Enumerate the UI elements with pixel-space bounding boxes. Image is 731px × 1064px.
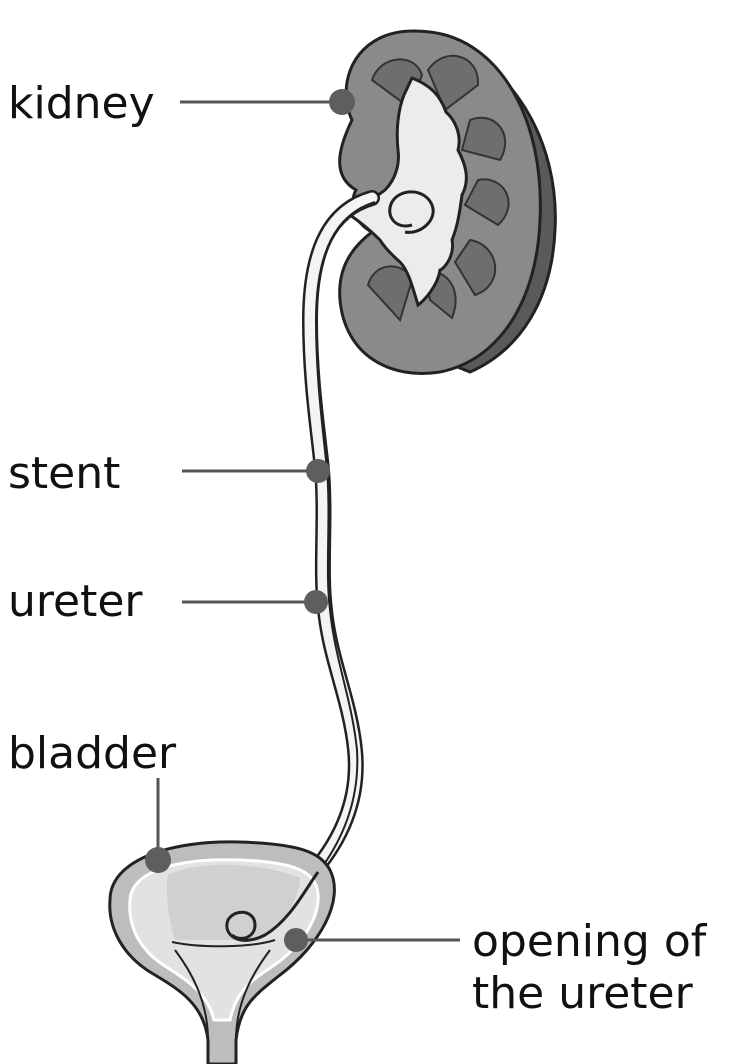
label-ureter: ureter [8, 578, 143, 626]
label-opening-line1: opening of [472, 916, 706, 968]
label-opening-of-ureter: opening of the ureter [472, 916, 706, 1020]
label-kidney: kidney [8, 80, 155, 128]
marker-opening [284, 928, 308, 952]
marker-ureter [304, 590, 328, 614]
label-stent: stent [8, 450, 120, 498]
marker-bladder [145, 847, 171, 873]
marker-stent [306, 459, 330, 483]
marker-kidney [329, 89, 355, 115]
label-bladder: bladder [8, 730, 176, 778]
label-opening-line2: the ureter [472, 968, 706, 1020]
